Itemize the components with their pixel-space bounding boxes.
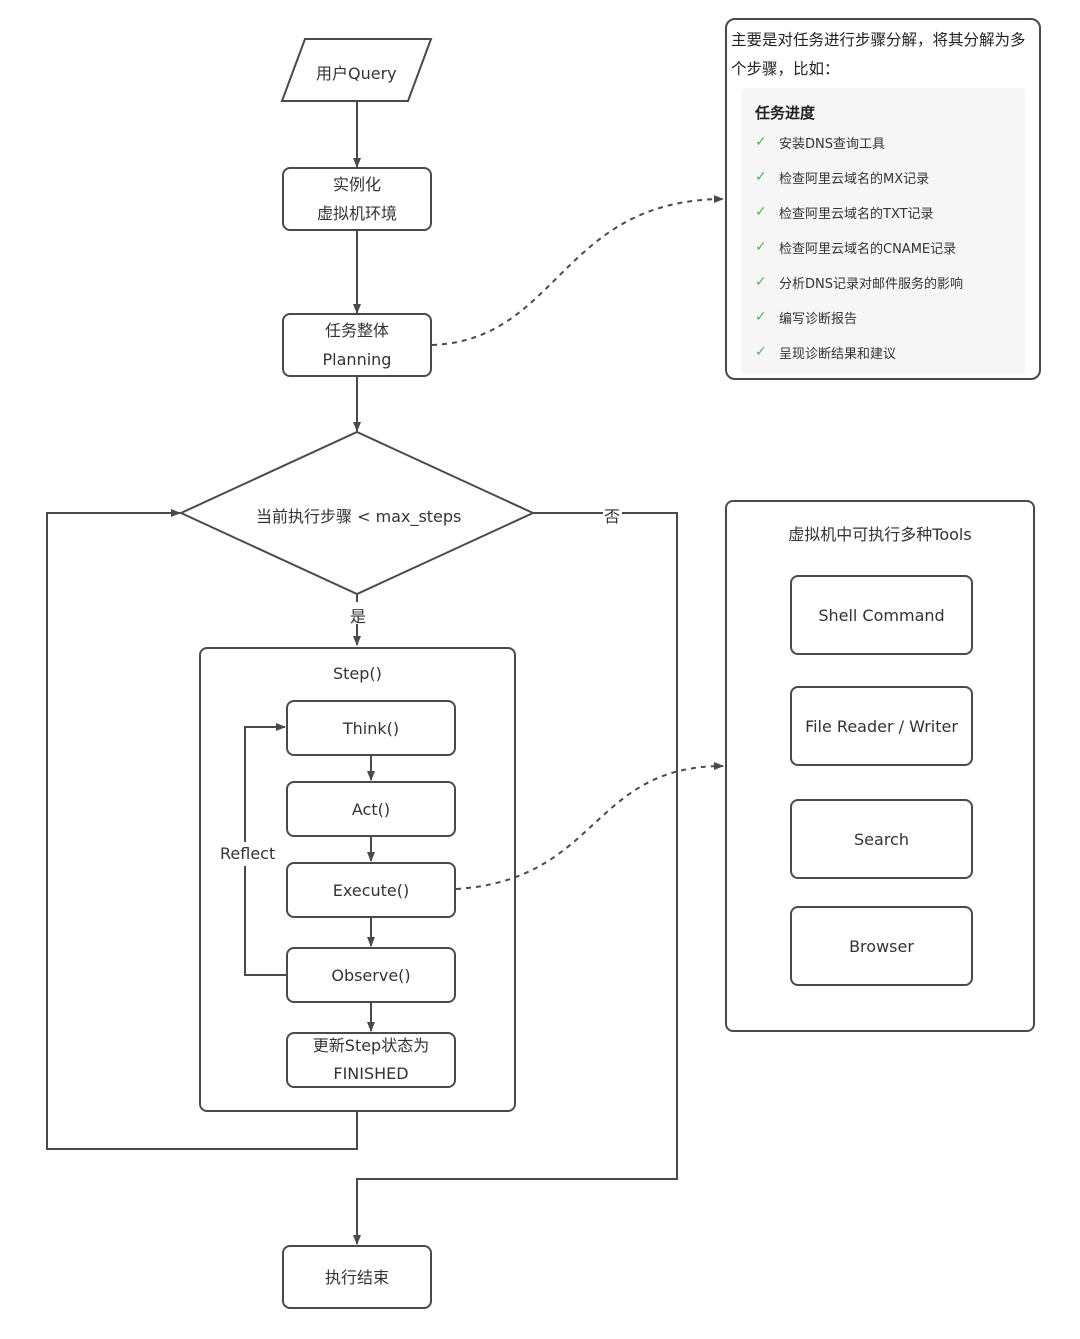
- observe-label: Observe(): [331, 965, 411, 985]
- instantiate-line-2: 虚拟机环境: [316, 204, 397, 223]
- reflect-loop-bottom: [244, 866, 286, 976]
- task-item: ✓ 编写诊断报告: [755, 307, 857, 327]
- instantiate-line-1: 实例化: [332, 175, 381, 194]
- step-container: [199, 647, 516, 1112]
- execute-box[interactable]: Execute(): [286, 862, 456, 918]
- task-item-label: 检查阿里云域名的MX记录: [779, 171, 930, 187]
- task-item: ✓ 安装DNS查询工具: [755, 132, 885, 152]
- task-panel-intro: 主要是对任务进行步骤分解，将其分解为多个步骤，比如：: [731, 31, 1026, 78]
- observe-box[interactable]: Observe(): [286, 947, 456, 1003]
- end-box[interactable]: 执行结束: [282, 1245, 432, 1309]
- check-icon: ✓: [755, 309, 767, 325]
- tool-file-reader-writer[interactable]: File Reader / Writer: [790, 686, 973, 766]
- task-item: ✓ 呈现诊断结果和建议: [755, 342, 896, 362]
- task-item: ✓ 检查阿里云域名的TXT记录: [755, 202, 934, 222]
- think-box[interactable]: Think(): [286, 700, 456, 756]
- task-item-label: 编写诊断报告: [779, 311, 858, 327]
- no-label: 否: [604, 507, 621, 526]
- task-progress-card: 任务进度 ✓ 安装DNS查询工具 ✓ 检查阿里云域名的MX记录 ✓ 检查阿里云域名的T…: [741, 88, 1025, 374]
- execute-label: Execute(): [332, 880, 410, 900]
- check-icon: ✓: [755, 239, 767, 255]
- check-icon: ✓: [755, 169, 767, 185]
- step-title: Step(): [333, 664, 382, 683]
- task-item-label: 检查阿里云域名的CNAME记录: [779, 241, 957, 257]
- task-item-label: 分析DNS记录对邮件服务的影响: [779, 276, 963, 292]
- task-item: ✓ 检查阿里云域名的CNAME记录: [755, 237, 956, 257]
- tool-label: Shell Command: [818, 605, 945, 625]
- planning-to-panel-dashed: [431, 195, 724, 346]
- end-label: 执行结束: [324, 1267, 389, 1287]
- loop-back-arrow: [46, 509, 358, 1150]
- act-label: Act(): [351, 799, 391, 819]
- check-icon: ✓: [755, 204, 767, 220]
- yes-label: 是: [350, 607, 367, 626]
- task-item: ✓ 检查阿里云域名的MX记录: [755, 167, 929, 187]
- planning-line-1: 任务整体: [324, 321, 389, 340]
- tools-container: [725, 500, 1035, 1032]
- task-item-label: 呈现诊断结果和建议: [779, 346, 897, 362]
- check-icon: ✓: [755, 274, 767, 290]
- condition-label: 当前执行步骤 < max_steps: [256, 507, 462, 526]
- reflect-label: Reflect: [219, 844, 277, 863]
- tool-shell-command[interactable]: Shell Command: [790, 575, 973, 655]
- execute-to-tools-dashed: [455, 762, 724, 890]
- check-icon: ✓: [755, 344, 767, 360]
- check-icon: ✓: [755, 134, 767, 150]
- finish-box[interactable]: 更新Step状态为 FINISHED: [286, 1032, 456, 1088]
- task-item: ✓ 分析DNS记录对邮件服务的影响: [755, 272, 963, 292]
- tool-browser[interactable]: Browser: [790, 906, 973, 986]
- user-query-shape: [280, 38, 433, 102]
- planning-line-2: Planning: [322, 350, 392, 369]
- instantiate-vm-box[interactable]: 实例化 虚拟机环境: [282, 167, 432, 231]
- task-item-label: 检查阿里云域名的TXT记录: [779, 206, 934, 222]
- finish-line-1: 更新Step状态为: [312, 1036, 430, 1055]
- tools-title: 虚拟机中可执行多种Tools: [788, 525, 972, 544]
- user-query-label: 用户Query: [316, 64, 397, 83]
- tool-label: Browser: [849, 936, 914, 956]
- task-item-label: 安装DNS查询工具: [779, 136, 885, 152]
- tool-search[interactable]: Search: [790, 799, 973, 879]
- tool-label: File Reader / Writer: [805, 716, 958, 736]
- think-label: Think(): [342, 718, 400, 738]
- reflect-loop-top: [244, 723, 286, 842]
- tool-label: Search: [854, 829, 909, 849]
- finish-line-2: FINISHED: [333, 1064, 409, 1083]
- no-path-arrow: [353, 512, 678, 1245]
- task-progress-panel: 主要是对任务进行步骤分解，将其分解为多个步骤，比如： 任务进度 ✓ 安装DNS查询…: [725, 18, 1041, 380]
- act-box[interactable]: Act(): [286, 781, 456, 837]
- task-progress-title: 任务进度: [755, 104, 816, 122]
- planning-box[interactable]: 任务整体 Planning: [282, 313, 432, 377]
